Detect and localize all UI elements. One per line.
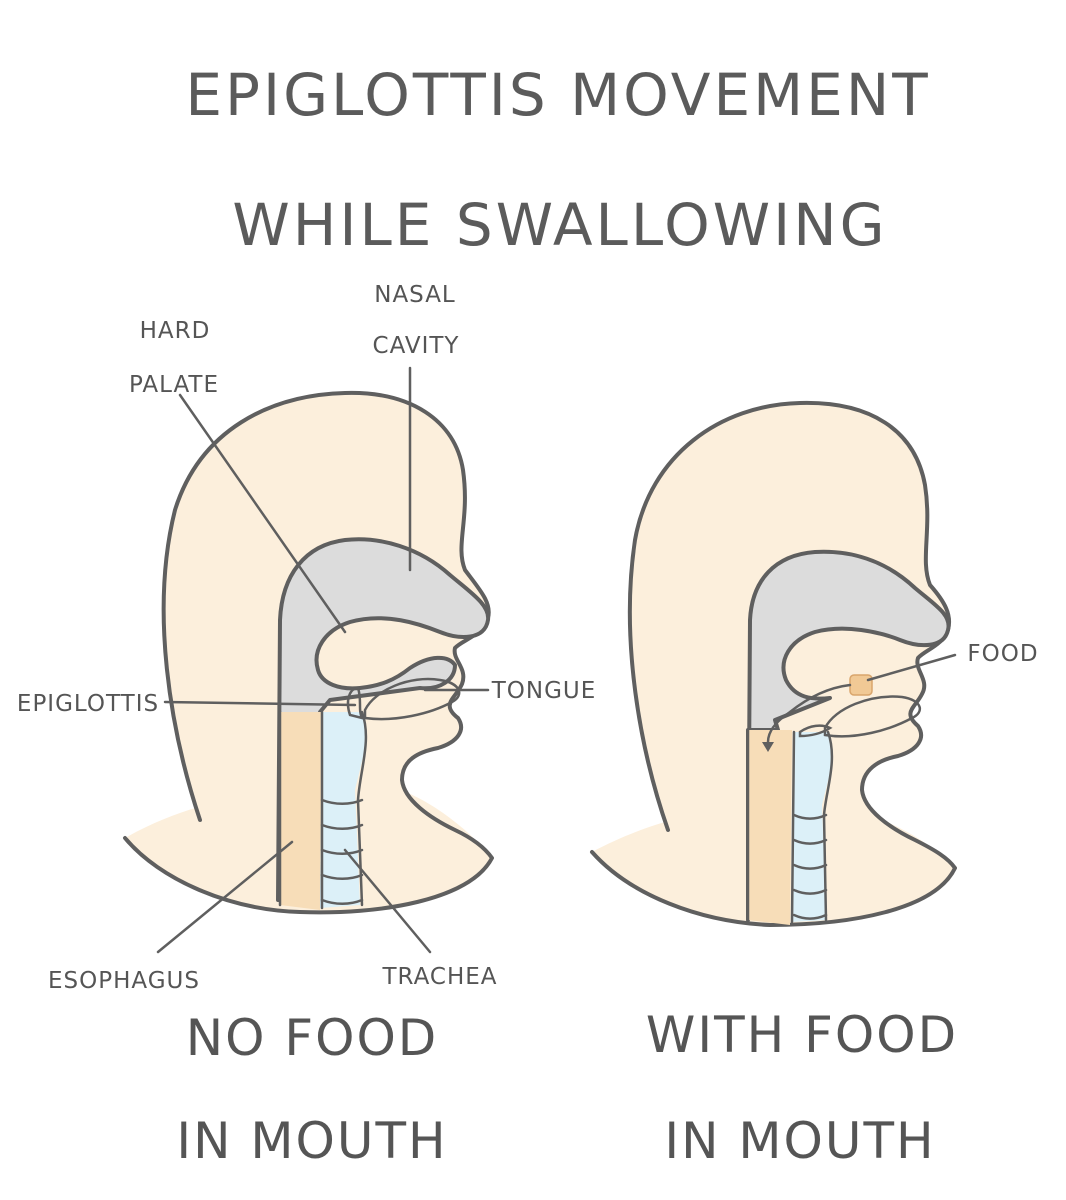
- trachea-ring: [792, 863, 828, 870]
- caption-right-line-1: WITH FOOD: [646, 1006, 958, 1064]
- trachea-pointer: [343, 848, 432, 954]
- right-esophagus: [748, 730, 792, 925]
- right-trachea-outer-wall: [822, 730, 834, 922]
- right-trachea-wall: [790, 730, 796, 924]
- label-palate: PALATE: [129, 372, 219, 398]
- left-trachea: [320, 712, 367, 908]
- hard-palate-pointer: [178, 393, 347, 634]
- caption-left-line-1: NO FOOD: [186, 1009, 439, 1067]
- left-leader-lines: [156, 366, 490, 954]
- label-tongue: TONGUE: [491, 678, 597, 704]
- label-esophagus: ESOPHAGUS: [48, 968, 200, 994]
- caption-right-line-2: IN MOUTH: [664, 1112, 935, 1170]
- label-hard: HARD: [140, 318, 211, 344]
- food-pointer: [866, 653, 957, 682]
- right-trachea: [792, 732, 833, 922]
- title-line-1: EPIGLOTTIS MOVEMENT: [185, 61, 930, 129]
- left-epiglottis: [346, 686, 365, 720]
- left-trachea-rings: [320, 798, 364, 905]
- trachea-ring: [320, 873, 364, 880]
- right-nasal-cavity: [746, 549, 951, 922]
- trachea-ring: [792, 913, 828, 920]
- trachea-ring: [792, 888, 828, 895]
- right-tongue: [823, 695, 922, 738]
- epiglottis-pointer: [163, 700, 357, 707]
- label-nasal: NASAL: [374, 282, 456, 308]
- food-path-line: [766, 683, 852, 744]
- label-cavity: CAVITY: [373, 333, 460, 359]
- right-head-illustration: [590, 400, 957, 927]
- food-bolus: [849, 674, 873, 696]
- right-epiglottis: [798, 724, 833, 738]
- title-line-2: WHILE SWALLOWING: [232, 191, 887, 259]
- left-nasal-cavity: [276, 537, 491, 902]
- label-epiglottis: EPIGLOTTIS: [17, 691, 159, 717]
- trachea-ring: [320, 898, 364, 905]
- esophagus-pointer: [156, 840, 294, 954]
- left-trachea-outer-wall: [356, 710, 368, 907]
- caption-left-line-2: IN MOUTH: [176, 1112, 447, 1170]
- left-head-illustration: [123, 390, 494, 915]
- left-esophagus: [280, 712, 322, 910]
- label-trachea: TRACHEA: [381, 964, 497, 990]
- label-food: FOOD: [967, 641, 1038, 667]
- food-path-arrowhead: [762, 742, 774, 752]
